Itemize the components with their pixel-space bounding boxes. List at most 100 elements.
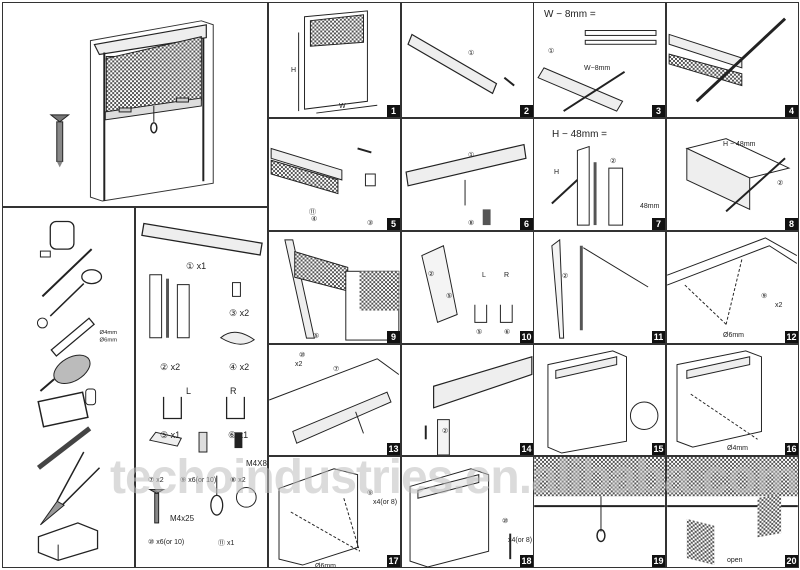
step-10-label-p6: ⑥ <box>504 329 511 336</box>
part-5-label: ⑤ x1 <box>160 430 181 440</box>
step-19-illustration <box>534 457 665 543</box>
step-20-label-open: open <box>727 557 743 564</box>
part-1-label: ① x1 <box>186 261 207 271</box>
part-8-spec: M4X8 <box>246 459 267 468</box>
step-10-label-p5a: ⑤ <box>446 293 453 300</box>
step-number-badge: 17 <box>387 555 400 567</box>
step-number-badge: 4 <box>785 105 798 117</box>
part-4-handle <box>219 331 256 345</box>
step-6-label-p1: ① <box>468 152 475 159</box>
step-11-label-p2: ② <box>562 273 569 280</box>
step-12-label-p9: ⑨ <box>761 293 768 300</box>
step-13-label-p7: ⑦ <box>333 366 340 373</box>
electric-drill-icon <box>39 354 91 392</box>
part-6-bracket-right <box>225 396 245 420</box>
screwdriver-icon <box>36 269 103 329</box>
step-2-label-part: ① <box>468 50 475 57</box>
step-13-illustration <box>269 358 400 444</box>
step-number-badge: 3 <box>652 105 665 117</box>
step-3-label-formula: W − 8mm = <box>544 9 596 20</box>
step-number-badge: 5 <box>387 218 400 230</box>
roller-screen-illustration <box>49 20 214 202</box>
hacksaw-icon <box>37 388 97 428</box>
step-20-illustration <box>667 457 798 566</box>
step-17-label-bit: Ø6mm <box>315 563 336 568</box>
step-panel-15: 15 <box>533 344 666 456</box>
tools-illustration: Ø4mm Ø6mm <box>36 220 118 562</box>
step-number-badge: 10 <box>520 331 533 343</box>
step-number-badge: 19 <box>652 555 665 567</box>
step-9-illustration <box>284 239 400 341</box>
step-10-label-p5: ⑤ <box>476 329 483 336</box>
step-7-illustration <box>551 145 624 226</box>
step-16-label-bit: Ø4mm <box>727 445 748 452</box>
step-number-badge: 18 <box>520 555 533 567</box>
step-12-label-bit: Ø6mm <box>723 332 744 339</box>
step-12-illustration <box>667 237 798 325</box>
part-4-label: ④ x2 <box>229 362 250 372</box>
step-7-label-formula: H − 48mm = <box>552 129 608 140</box>
part-10-spec: M4x25 <box>170 514 195 523</box>
step-6-label-p8: ⑧ <box>468 220 475 227</box>
step-8-label-cut: H − 48mm <box>723 141 756 148</box>
step-7-label-gap: 48mm <box>640 203 660 210</box>
step-13-label-p10: ⑩ <box>299 352 306 359</box>
step-number-badge: 14 <box>520 443 533 455</box>
step-13-label-qty: x2 <box>295 361 303 368</box>
step-17-label-qty: x4(or 8) <box>373 499 398 506</box>
step-5-illustration <box>270 147 376 195</box>
step-12-label-qty: x2 <box>775 302 783 309</box>
part-7-label: ⑦ x2 <box>148 477 164 484</box>
step-5-label-p4: ④ <box>311 216 318 223</box>
step-17-illustration <box>278 468 361 566</box>
overview-panel <box>2 2 268 207</box>
part-8-label: ⑧ x2 <box>230 477 246 484</box>
step-panel-19: 19 <box>533 456 666 568</box>
step-2-illustration <box>407 33 515 95</box>
part-11-pull-cord <box>210 475 257 516</box>
step-6-illustration <box>405 143 527 226</box>
tape-measure-icon <box>39 220 75 258</box>
utility-knife-icon <box>50 317 95 357</box>
step-18-illustration <box>409 468 512 567</box>
step-panel-4: 4 <box>666 2 799 118</box>
part-6-side: R <box>230 386 237 396</box>
step-1-label-w: W <box>339 103 346 110</box>
part-9-wall-plug <box>198 431 208 453</box>
step-10-illustration <box>421 245 513 324</box>
step-5-label-p11: ⑪ <box>309 209 316 216</box>
part-7-clip <box>148 431 183 447</box>
step-14-label-p2: ② <box>442 428 449 435</box>
tools-panel: Ø4mm Ø6mm <box>2 207 135 568</box>
step-number-badge: 15 <box>652 443 665 455</box>
step-10-label-p2: ② <box>428 271 435 278</box>
pliers-icon <box>40 451 101 526</box>
step-10-label-r: R <box>504 272 510 279</box>
step-14-illustration <box>424 355 533 455</box>
step-number-badge: 8 <box>785 218 798 230</box>
step-9-label-p5: ⑤ <box>313 333 320 340</box>
pencil-icon <box>41 248 93 298</box>
drill-bit-label-6: Ø6mm <box>100 338 118 344</box>
part-2-label: ② x2 <box>160 362 181 372</box>
part-6-label: ⑥ x1 <box>228 430 249 440</box>
part-5-bracket-left <box>162 396 182 420</box>
step-18-label-p10: ⑩ <box>502 518 509 525</box>
step-3-label-cut: W−8mm <box>584 65 611 72</box>
step-3-illustration <box>537 30 657 112</box>
step-11-illustration <box>551 238 649 339</box>
step-1-label-h: H <box>291 67 297 74</box>
step-number-badge: 7 <box>652 218 665 230</box>
step-number-badge: 9 <box>387 331 400 343</box>
step-number-badge: 13 <box>387 443 400 455</box>
